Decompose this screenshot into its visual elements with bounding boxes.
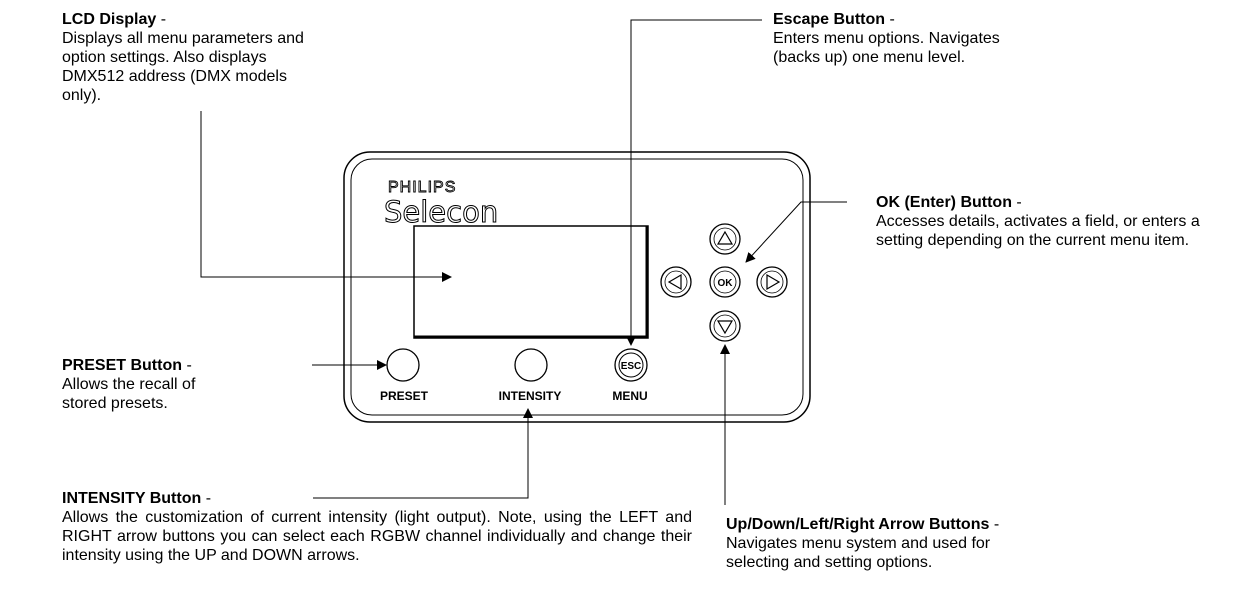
- ok-leader-line: [745, 201, 847, 263]
- right-triangle-icon: [766, 273, 781, 291]
- escape-callout: Escape Button - Enters menu options. Nav…: [773, 11, 1000, 66]
- lcd-display: [413, 225, 649, 339]
- left-triangle-icon: [667, 273, 682, 291]
- ok-callout: OK (Enter) Button - Accesses details, ac…: [876, 193, 1236, 250]
- arrows-callout-desc: Navigates menu system and used for selec…: [726, 535, 991, 571]
- left-arrow-button[interactable]: [660, 266, 692, 298]
- intensity-leader-line: [313, 408, 533, 499]
- logo-text: Selecon: [384, 195, 498, 229]
- ok-button[interactable]: OK: [709, 266, 741, 298]
- preset-button[interactable]: [386, 348, 420, 382]
- brand-text: PHILIPS: [388, 179, 456, 196]
- arrows-callout-title: Up/Down/Left/Right Arrow Buttons: [726, 516, 990, 533]
- escape-callout-title: Escape Button: [773, 11, 886, 28]
- preset-callout: PRESET Button - Allows the recall of sto…: [62, 356, 317, 413]
- preset-callout-desc: Allows the recall of stored presets.: [62, 376, 196, 412]
- preset-callout-title: PRESET Button: [62, 357, 182, 374]
- lcd-callout-desc: Displays all menu parameters and option …: [62, 30, 304, 104]
- lcd-leader-line: [200, 111, 452, 282]
- arrows-callout: Up/Down/Left/Right Arrow Buttons - Navig…: [726, 515, 1046, 572]
- escape-callout-desc: Enters menu options. Navigates (backs up…: [773, 30, 1000, 66]
- down-triangle-icon: [716, 320, 734, 335]
- esc-menu-button[interactable]: ESC: [614, 348, 648, 382]
- lcd-callout: LCD Display - Displays all menu paramete…: [62, 11, 304, 104]
- esc-label: ESC: [621, 361, 642, 372]
- preset-label: PRESET: [380, 389, 429, 403]
- panel-inner-border: [350, 158, 804, 416]
- intensity-callout-desc: Allows the customization of current inte…: [62, 509, 692, 564]
- up-triangle-icon: [716, 230, 734, 245]
- escape-leader-line: [626, 19, 762, 346]
- intensity-button[interactable]: [514, 348, 548, 382]
- ok-callout-title: OK (Enter) Button: [876, 194, 1012, 211]
- lcd-callout-title: LCD Display: [62, 11, 157, 28]
- down-arrow-button[interactable]: [709, 310, 741, 342]
- up-arrow-button[interactable]: [709, 223, 741, 255]
- right-arrow-button[interactable]: [756, 266, 788, 298]
- menu-label: MENU: [612, 389, 647, 403]
- intensity-label: INTENSITY: [499, 389, 562, 403]
- ok-label: OK: [718, 278, 734, 289]
- ok-callout-desc: Accesses details, activates a field, or …: [876, 213, 1200, 249]
- intensity-callout: INTENSITY Button - Allows the customizat…: [62, 490, 692, 564]
- intensity-callout-title: INTENSITY Button: [62, 490, 202, 507]
